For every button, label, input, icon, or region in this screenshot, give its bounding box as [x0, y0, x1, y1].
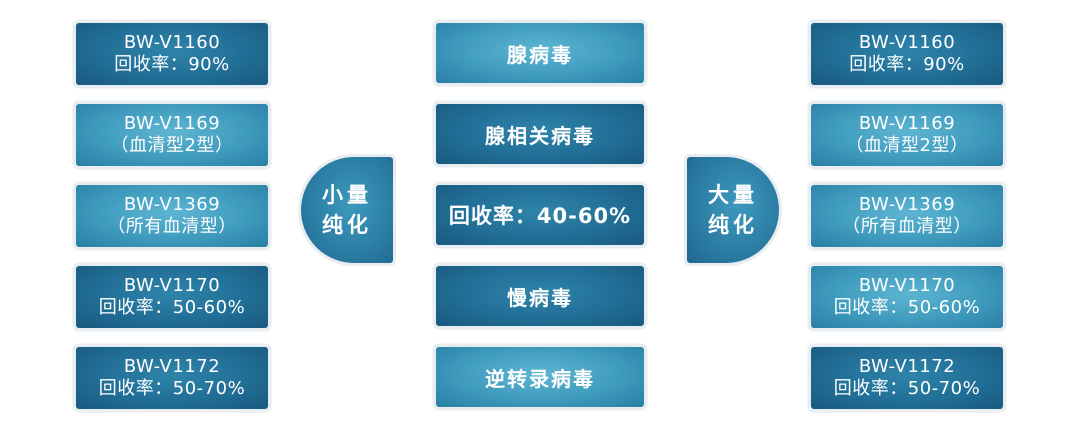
left-product-box-2: BW-V1169 （血清型2型）	[73, 101, 271, 169]
product-code: BW-V1172	[858, 356, 956, 377]
badge-line-1: 小量	[322, 183, 372, 207]
middle-box-aav: 腺相关病毒	[433, 101, 647, 167]
right-product-box-1: BW-V1160 回收率：90%	[808, 20, 1006, 88]
product-code: BW-V1369	[123, 194, 221, 215]
product-code: BW-V1160	[858, 32, 956, 53]
product-code: BW-V1369	[858, 194, 956, 215]
right-product-box-4: BW-V1170 回收率：50-60%	[808, 263, 1006, 331]
right-product-box-3: BW-V1369 （所有血清型）	[808, 182, 1006, 250]
right-product-box-5: BW-V1172 回收率：50-70%	[808, 344, 1006, 412]
middle-label: 逆转录病毒	[485, 366, 595, 391]
product-detail: 回收率：50-70%	[98, 378, 246, 399]
small-scale-purification-badge: 小量 纯化	[298, 154, 396, 266]
middle-label: 慢病毒	[507, 285, 573, 310]
product-detail: （血清型2型）	[845, 135, 969, 156]
product-code: BW-V1172	[123, 356, 221, 377]
product-detail: （所有血清型）	[107, 216, 237, 237]
middle-box-recovery-rate: 回收率：40-60%	[433, 182, 647, 248]
product-code: BW-V1169	[123, 113, 221, 134]
middle-box-retrovirus: 逆转录病毒	[433, 344, 647, 410]
badge-line-2: 纯化	[322, 213, 372, 237]
middle-label: 腺病毒	[507, 42, 573, 67]
product-detail: 回收率：50-60%	[98, 297, 246, 318]
product-code: BW-V1170	[858, 275, 956, 296]
badge-line-2: 纯化	[708, 213, 758, 237]
left-product-box-5: BW-V1172 回收率：50-70%	[73, 344, 271, 412]
left-product-box-3: BW-V1369 （所有血清型）	[73, 182, 271, 250]
product-detail: （所有血清型）	[842, 216, 972, 237]
left-product-box-1: BW-V1160 回收率：90%	[73, 20, 271, 88]
middle-box-lentivirus: 慢病毒	[433, 263, 647, 329]
product-code: BW-V1170	[123, 275, 221, 296]
product-code: BW-V1160	[123, 32, 221, 53]
product-detail: 回收率：50-60%	[833, 297, 981, 318]
product-detail: 回收率：90%	[849, 54, 965, 75]
product-code: BW-V1169	[858, 113, 956, 134]
badge-line-1: 大量	[708, 183, 758, 207]
middle-label: 回收率：40-60%	[448, 204, 632, 228]
middle-box-adenovirus: 腺病毒	[433, 20, 647, 86]
left-product-box-4: BW-V1170 回收率：50-60%	[73, 263, 271, 331]
middle-label: 腺相关病毒	[485, 123, 595, 148]
product-detail: （血清型2型）	[110, 135, 234, 156]
large-scale-purification-badge: 大量 纯化	[684, 154, 782, 266]
product-detail: 回收率：90%	[114, 54, 230, 75]
right-product-box-2: BW-V1169 （血清型2型）	[808, 101, 1006, 169]
product-detail: 回收率：50-70%	[833, 378, 981, 399]
